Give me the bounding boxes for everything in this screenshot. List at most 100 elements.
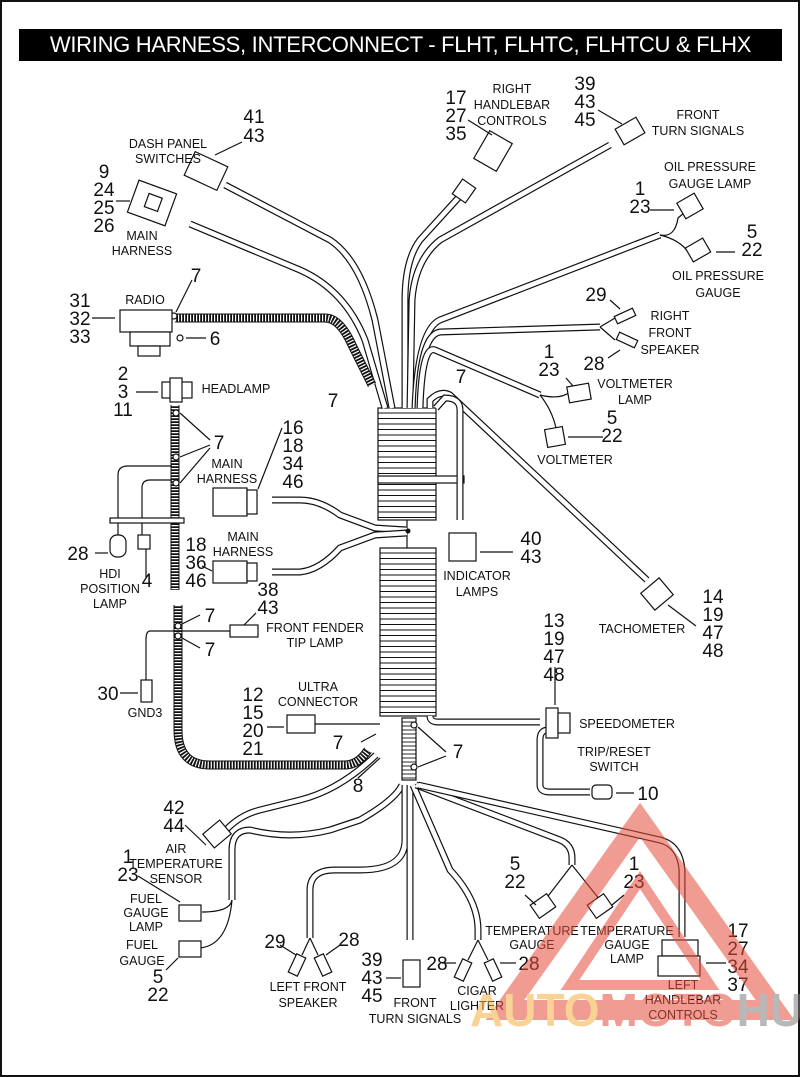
label-tachometer: TACHOMETER — [599, 622, 686, 636]
connector-right-front-speaker[interactable] — [613, 307, 639, 349]
label-gnd3: GND3 — [128, 706, 163, 720]
leader-lines — [92, 109, 735, 979]
callout-clip-right-bundle: 7 — [456, 367, 467, 388]
connector-tachometer[interactable] — [639, 577, 675, 611]
callout-gnd3: 30 — [97, 684, 118, 705]
upper-wire-branches — [188, 141, 691, 583]
callout-left-front-speaker-28: 28 — [338, 930, 359, 951]
connector-left-front-speaker[interactable] — [287, 953, 333, 977]
connector-ultra[interactable] — [286, 714, 316, 734]
callout-clip-radio: 7 — [191, 266, 202, 287]
connector-oil-pressure-lamp[interactable] — [676, 192, 704, 220]
connector-speedometer[interactable] — [545, 707, 571, 739]
watermark-text: AUTOMOTOHUB — [470, 984, 800, 1036]
connector-voltmeter[interactable] — [543, 425, 567, 449]
watermark-logo-icon — [485, 802, 795, 1020]
lower-wire-branches — [199, 752, 686, 961]
radio-harness-conduit — [170, 312, 377, 388]
connector-radio[interactable] — [119, 309, 184, 357]
connector-dash-panel-switches[interactable] — [183, 150, 229, 192]
main-harness-bundle-upper — [377, 407, 465, 521]
hdi-bracket — [109, 465, 185, 535]
connector-front-fender-tip-lamp[interactable] — [229, 624, 259, 638]
connector-voltmeter-lamp[interactable] — [566, 382, 592, 404]
callout-clip-ultra: 7 — [333, 733, 344, 754]
callout-right-front-speaker-29: 29 — [585, 285, 606, 306]
fender-lamp-leads — [145, 630, 230, 680]
connector-fuel-gauge[interactable] — [178, 940, 202, 958]
diagram-title: WIRING HARNESS, INTERCONNECT - FLHT, FLH… — [19, 29, 782, 61]
connector-air-temp-sensor[interactable] — [201, 819, 233, 849]
callout-clip-left-bundle: 7 — [328, 391, 339, 412]
callout-clip-headlamp-conduit: 7 — [214, 433, 225, 454]
connector-main-harness-lower[interactable] — [212, 560, 258, 584]
connector-oil-pressure-gauge[interactable] — [684, 237, 712, 263]
callout-clip-lower-bundle: 7 — [453, 742, 464, 763]
connector-right-handlebar[interactable] — [451, 129, 514, 204]
connector-headlamp[interactable] — [161, 377, 193, 403]
label-speedometer: SPEEDOMETER — [579, 717, 675, 731]
connector-gnd3[interactable] — [140, 679, 153, 703]
callout-fastener-8: 8 — [353, 776, 364, 797]
lower-harness-stub — [401, 717, 418, 781]
connector-trip-reset-switch[interactable] — [591, 784, 613, 800]
connector-front-turn-signals-bottom[interactable] — [402, 959, 421, 988]
connector-indicator-lamps[interactable] — [448, 532, 477, 562]
connector-main-harness-top[interactable] — [126, 179, 178, 227]
connector-fuel-gauge-lamp[interactable] — [178, 904, 202, 922]
connector-main-harness-mid[interactable] — [212, 487, 258, 517]
headlamp-conduit — [170, 405, 372, 770]
connector-hdi-position-lamp[interactable] — [109, 534, 151, 558]
connector-temperature-gauge[interactable] — [529, 892, 557, 920]
connector-front-turn-signal-top[interactable] — [614, 116, 646, 146]
callout-cigar-lighter-left: 28 — [426, 954, 447, 975]
callout-right-front-speaker-28: 28 — [583, 354, 604, 375]
connector-cigar-lighter[interactable] — [453, 958, 503, 982]
callout-hdi-position-lamp-4: 4 — [142, 571, 153, 592]
main-harness-leads — [272, 496, 411, 576]
label-headlamp: HEADLAMP — [202, 382, 271, 396]
main-harness-bundle-lower — [379, 547, 437, 717]
